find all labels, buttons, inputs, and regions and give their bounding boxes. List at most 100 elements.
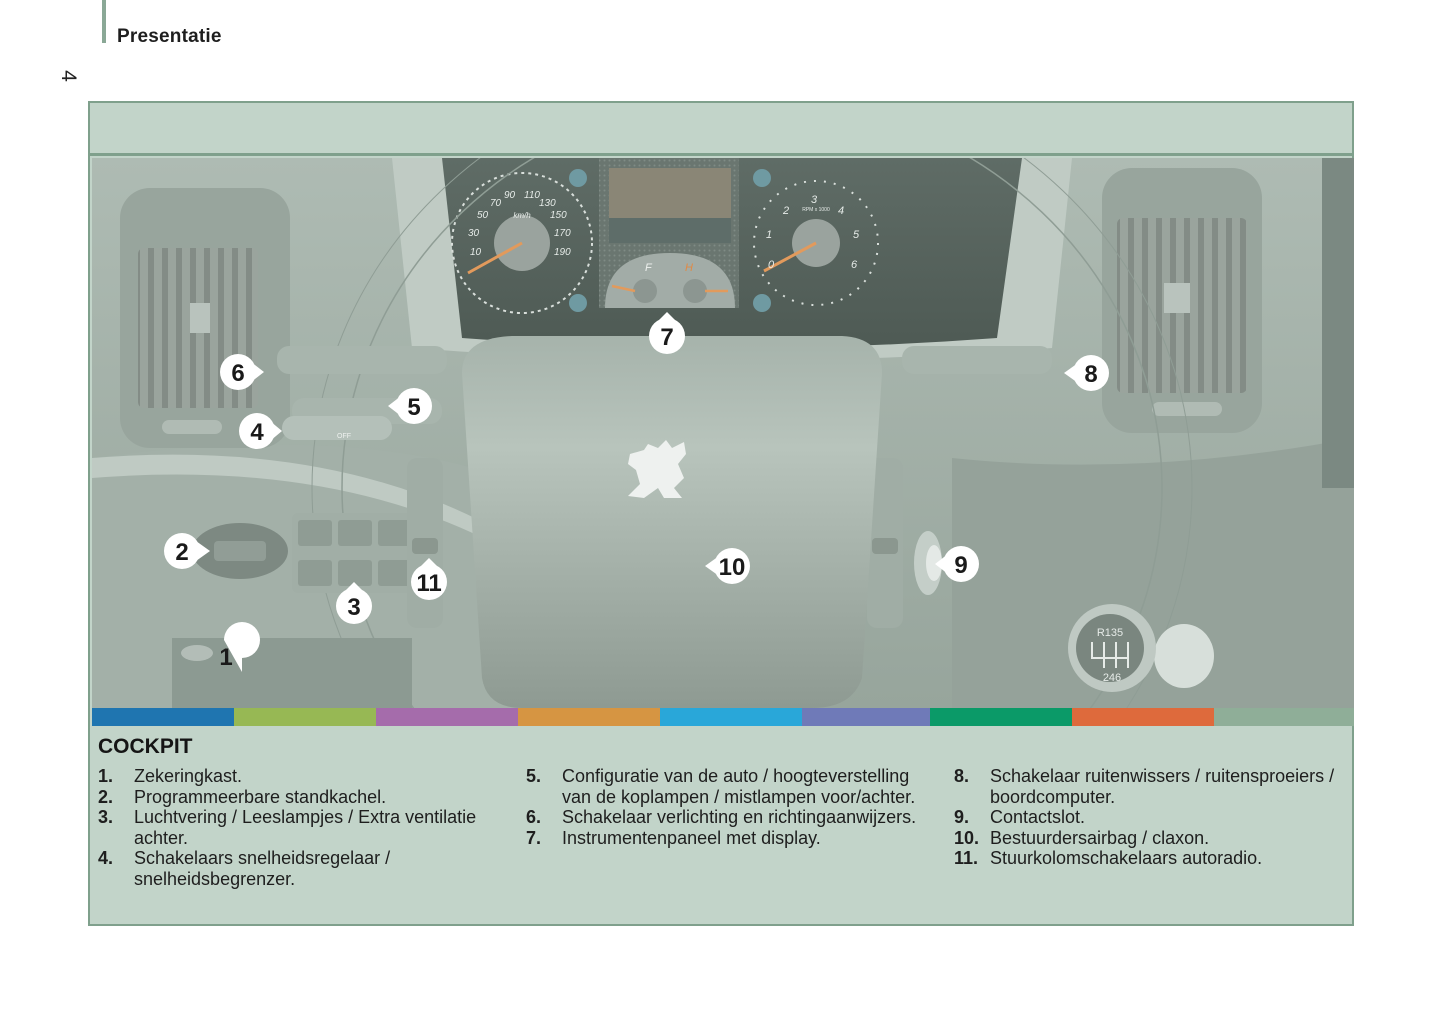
tacho-tick: 0 [768,259,775,271]
right-edge-panel [1322,158,1354,488]
gear-knob: R135 246 [1068,604,1214,692]
switch-panel [292,513,422,593]
callout-label: 6 [231,360,244,387]
color-strip-segment [930,708,1072,726]
color-strip-segment [92,708,234,726]
legend-column-3: 8. Schakelaar ruitenwissers / ruitensproe… [954,766,1349,869]
speed-tick: 10 [470,247,482,258]
legend-item: 11.Stuurkolomschakelaars autoradio. [954,848,1349,869]
callout-label: 8 [1084,361,1097,388]
fuel-label: F [645,262,653,274]
color-strip-segment [1072,708,1214,726]
tacho-unit-label: RPM x 1000 [802,207,830,213]
gear-pattern-top: R135 [1097,627,1123,639]
legend-item-text: Instrumentenpaneel met display. [562,827,821,848]
legend-item-text: Configuratie van de auto / hoogteverstel… [562,766,916,807]
right-stalk [902,346,1052,374]
callout-5: 5 [388,388,432,424]
fuse-box-latch [181,645,213,661]
speed-tick: 90 [504,190,516,201]
tacho-tick: 6 [851,259,858,271]
legend-item-text: Zekeringkast. [134,766,243,786]
ignition-keyhole [926,545,942,581]
cockpit-panel: km/h 10 30 50 70 90 110 130 150 170 190 [88,101,1354,926]
tacho-tick: 5 [853,229,860,241]
legend-item-text: Luchtvering / Leeslampjes / Extra ventil… [134,807,477,848]
panel-header-band [90,103,1352,156]
callout-label: 11 [416,570,441,597]
legend-item-text: Schakelaar ruitenwissers / ruitensproeie… [990,766,1335,807]
callout-3: 3 [336,582,372,624]
callout-label: 3 [347,594,360,621]
legend-item-text: Contactslot. [990,807,1086,827]
callout-label: 4 [250,419,264,446]
indicator-dot [753,294,771,312]
color-strip-segment [376,708,518,726]
left-air-vent [120,188,290,448]
legend-column-2: 5. Configuratie van de auto / hoogteverst… [526,766,936,848]
legend-title: COCKPIT [98,735,193,758]
tacho-tick: 1 [766,229,772,241]
callout-6: 6 [220,354,264,390]
callout-7: 7 [649,312,685,354]
steering-wheel-rim [341,158,1163,708]
tachometer: RPM x 1000 [753,180,879,306]
heater-display [214,541,266,561]
tacho-tick: 4 [838,205,844,217]
callout-8: 8 [1064,355,1109,391]
callout-2: 2 [164,533,210,569]
legend-item-number: 8. [954,766,970,786]
callout-label: 9 [954,552,967,579]
color-strip-segment [802,708,930,726]
chapter-color-strip [92,708,1354,726]
speed-unit-label: km/h [513,211,531,220]
indicator-dot [753,169,771,187]
speedometer-tick-labels: 10 30 50 70 90 110 130 150 170 190 [468,190,571,258]
legend-item: 1. Zekeringkast. [98,766,508,787]
driver-airbag [462,336,882,708]
legend-item-number: 2. [98,786,114,807]
right-air-vent [1102,168,1262,433]
tacho-tick: 3 [811,194,818,206]
legend-item: 2.Programmeerbare standkachel. [98,787,508,808]
speed-tick: 170 [554,228,571,239]
legend-item: 8. Schakelaar ruitenwissers / ruitensproe… [954,766,1349,807]
legend-item-number: 11. [954,848,979,868]
color-strip-segment [234,708,376,726]
legend-column-1: 1. Zekeringkast. 2.Programmeerbare standk… [98,766,508,889]
radio-scroll-roller [872,538,898,554]
speed-tick: 130 [539,198,556,209]
section-title: Presentatie [117,26,222,47]
callout-10: 10 [705,548,750,584]
callout-9: 9 [935,546,979,582]
header-accent-bar [102,0,106,43]
speedometer: km/h [451,172,593,314]
dashboard-lower-right [952,438,1354,708]
legend-item-number: 3. [98,807,114,827]
speed-tick: 30 [468,228,480,239]
speed-tick: 50 [477,210,489,221]
legend-item-number: 5. [526,766,542,786]
center-display: F H [599,158,739,308]
legend-item: 6.Schakelaar verlichting en richtingaanw… [526,807,936,828]
color-strip-segment [660,708,802,726]
legend-item: 5. Configuratie van de auto / hoogteverst… [526,766,936,807]
callout-label: 2 [175,539,188,566]
cockpit-illustration: km/h 10 30 50 70 90 110 130 150 170 190 [92,158,1354,708]
legend-item-text: Schakelaar verlichting en richtingaanwij… [562,807,917,827]
callout-label: 10 [719,554,746,581]
tacho-tick: 2 [782,205,789,217]
legend-item-number: 9. [954,807,970,827]
color-strip-segment [518,708,660,726]
page-number: 4 [57,70,80,82]
callout-label: 1 [219,644,232,671]
legend-item: 7.Instrumentenpaneel met display. [526,828,936,849]
callout-11: 11 [411,558,447,600]
callout-label: 5 [407,394,420,421]
legend-item-number: 1. [98,766,114,786]
legend-item-number: 10. [954,827,980,848]
speed-tick: 190 [554,247,571,258]
temp-label: H [685,262,693,274]
steering-wheel-rim-outer [311,158,1193,708]
legend-item: 3. Luchtvering / Leeslampjes / Extra vent… [98,807,508,848]
